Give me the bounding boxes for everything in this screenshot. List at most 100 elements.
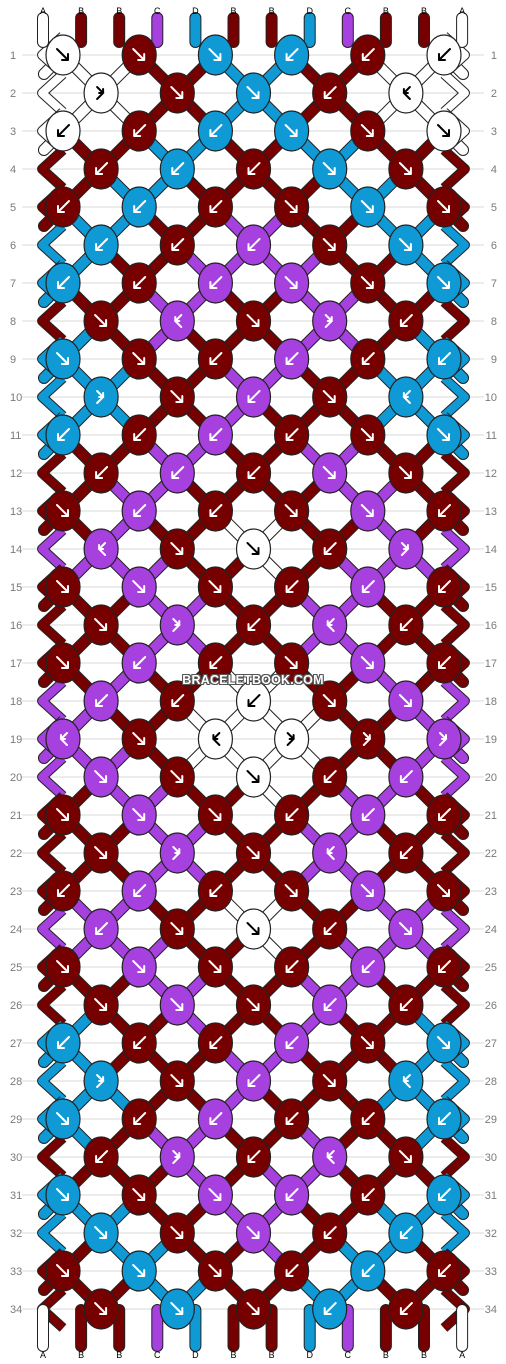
knot[interactable] (350, 642, 386, 684)
knot[interactable] (45, 1174, 81, 1216)
knot[interactable] (274, 186, 310, 228)
knot[interactable] (312, 832, 348, 874)
knot[interactable] (121, 718, 157, 760)
knot[interactable] (426, 1098, 462, 1140)
knot[interactable] (197, 34, 233, 76)
knot[interactable] (312, 452, 348, 494)
knot[interactable] (235, 908, 272, 950)
knot[interactable] (426, 1174, 462, 1216)
knot[interactable] (121, 566, 157, 608)
knot[interactable] (235, 148, 272, 190)
knot[interactable] (235, 756, 272, 798)
knot[interactable] (350, 1098, 386, 1140)
knot[interactable] (197, 946, 233, 988)
knot[interactable] (121, 642, 157, 684)
knot[interactable] (235, 1060, 272, 1102)
knot[interactable] (159, 604, 195, 646)
knot[interactable] (274, 34, 310, 76)
knot[interactable] (312, 376, 348, 418)
knot[interactable] (45, 642, 81, 684)
knot[interactable] (426, 186, 462, 228)
knot[interactable] (350, 34, 386, 76)
knot[interactable] (426, 414, 462, 456)
knot[interactable] (388, 680, 424, 722)
knot[interactable] (121, 1174, 157, 1216)
knot[interactable] (274, 1022, 310, 1064)
knot[interactable] (388, 300, 424, 342)
knot[interactable] (312, 1060, 348, 1102)
knot[interactable] (197, 718, 233, 760)
knot[interactable] (274, 642, 310, 684)
knot[interactable] (350, 338, 386, 380)
knot[interactable] (388, 604, 424, 646)
knot[interactable] (159, 1288, 195, 1330)
knot[interactable] (45, 414, 81, 456)
knot[interactable] (312, 756, 348, 798)
knot[interactable] (121, 338, 157, 380)
knot[interactable] (388, 452, 424, 494)
knot[interactable] (197, 870, 233, 912)
knot[interactable] (235, 224, 272, 266)
knot[interactable] (235, 1136, 272, 1178)
knot[interactable] (274, 566, 310, 608)
knot[interactable] (235, 72, 272, 114)
knot[interactable] (159, 984, 195, 1026)
knot[interactable] (312, 1288, 348, 1330)
knot[interactable] (83, 984, 119, 1026)
knot[interactable] (121, 1022, 157, 1064)
knot[interactable] (350, 718, 386, 760)
knot[interactable] (83, 604, 119, 646)
knot[interactable] (388, 1212, 424, 1254)
knot[interactable] (83, 1212, 119, 1254)
knot[interactable] (350, 1174, 386, 1216)
knot[interactable] (312, 984, 348, 1026)
knot[interactable] (159, 452, 195, 494)
knot[interactable] (159, 1212, 195, 1254)
knot[interactable] (45, 110, 81, 152)
knot[interactable] (121, 794, 157, 836)
knot[interactable] (159, 1060, 195, 1102)
knot[interactable] (312, 604, 348, 646)
knot[interactable] (197, 1174, 233, 1216)
knot[interactable] (83, 224, 119, 266)
knot[interactable] (350, 794, 386, 836)
knot[interactable] (197, 490, 233, 532)
knot[interactable] (83, 300, 119, 342)
knot[interactable] (426, 338, 462, 380)
knot[interactable] (426, 490, 462, 532)
knot[interactable] (45, 1098, 81, 1140)
knot[interactable] (83, 1288, 119, 1330)
knot[interactable] (121, 1098, 157, 1140)
knot[interactable] (83, 72, 119, 114)
knot[interactable] (388, 1288, 424, 1330)
knot[interactable] (197, 794, 233, 836)
knot[interactable] (350, 566, 386, 608)
knot[interactable] (426, 946, 462, 988)
knot[interactable] (426, 566, 462, 608)
knot[interactable] (83, 376, 119, 418)
knot[interactable] (159, 908, 195, 950)
knot[interactable] (274, 718, 310, 760)
knot[interactable] (388, 1060, 424, 1102)
knot[interactable] (159, 72, 195, 114)
knot[interactable] (312, 1212, 348, 1254)
knot[interactable] (235, 1288, 272, 1330)
knot[interactable] (197, 186, 233, 228)
knot[interactable] (274, 1250, 310, 1292)
knot[interactable] (274, 946, 310, 988)
knot[interactable] (312, 908, 348, 950)
knot[interactable] (426, 262, 462, 304)
knot[interactable] (274, 870, 310, 912)
knot[interactable] (426, 870, 462, 912)
knot[interactable] (274, 1174, 310, 1216)
knot[interactable] (235, 984, 272, 1026)
knot[interactable] (159, 680, 195, 722)
knot[interactable] (350, 1250, 386, 1292)
knot[interactable] (235, 604, 272, 646)
knot[interactable] (121, 110, 157, 152)
knot[interactable] (388, 756, 424, 798)
knot[interactable] (350, 186, 386, 228)
knot[interactable] (350, 870, 386, 912)
knot[interactable] (159, 376, 195, 418)
knot[interactable] (83, 528, 119, 570)
